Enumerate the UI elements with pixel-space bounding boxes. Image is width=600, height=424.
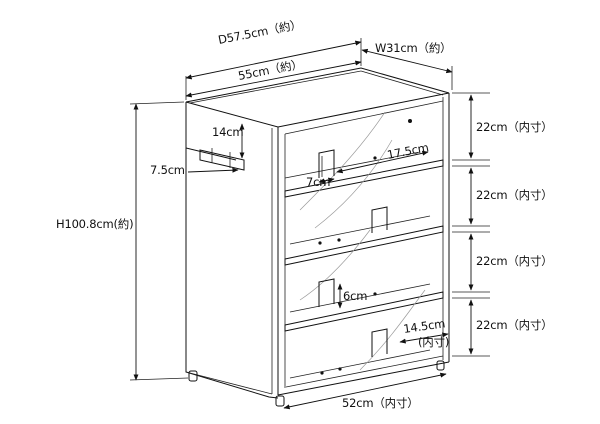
label-bracket-7-5: 7.5cm (150, 163, 185, 177)
label-shelf-14-5-sub: (内寸) (418, 335, 449, 349)
label-height: H100.8cm(約) (56, 217, 133, 231)
dimension-labels: D57.5cm（約） W31cm（約） 55cm（約） H100.8cm(約) … (56, 17, 553, 410)
label-hook-7: 7cm (306, 175, 330, 189)
label-bottom-width: 52cm（内寸） (342, 396, 419, 410)
side-hanger-bracket (185, 108, 245, 171)
label-depth-total: D57.5cm（約） (217, 17, 303, 47)
label-width: W31cm（約） (375, 41, 451, 55)
label-shelf-14-5: 14.5cm (402, 316, 445, 336)
dimension-lines (129, 38, 490, 410)
hooks (318, 149, 388, 357)
label-tier-1: 22cm（内寸） (476, 120, 553, 134)
label-tier-3: 22cm（内寸） (476, 254, 553, 268)
label-tier-4: 22cm（内寸） (476, 318, 553, 332)
label-tier-2: 22cm（内寸） (476, 188, 553, 202)
label-bracket-14: 14cm (212, 125, 243, 139)
label-hook-6: 6cm (343, 289, 367, 303)
label-hook-17-5: 17.5cm (386, 140, 430, 162)
